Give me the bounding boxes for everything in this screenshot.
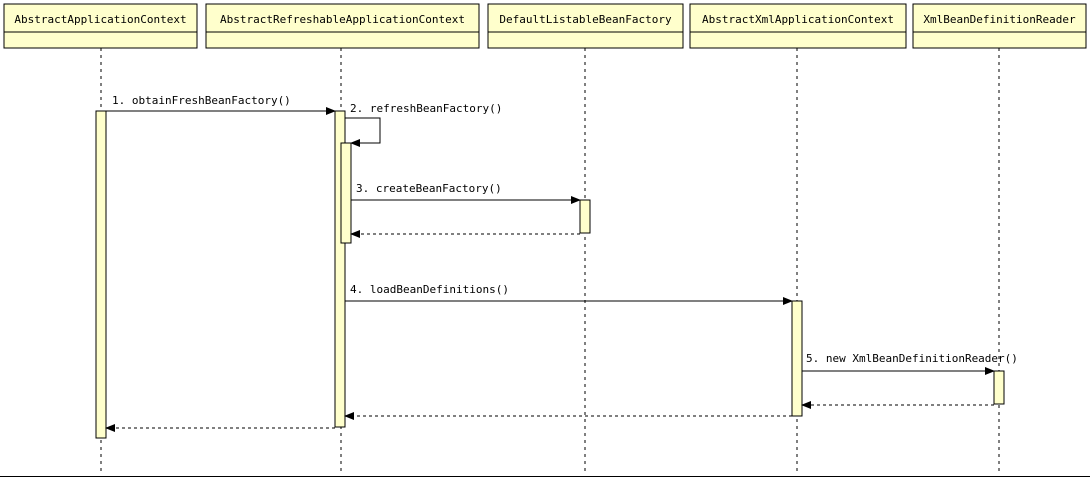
lifeline-xml-bean-definition-reader[interactable]: XmlBeanDefinitionReader [912, 3, 1087, 49]
activation-bar [993, 370, 1005, 405]
message-label-5: 5. new XmlBeanDefinitionReader() [806, 352, 1018, 365]
lifeline-label: DefaultListableBeanFactory [499, 13, 672, 26]
message-label-4: 4. loadBeanDefinitions() [350, 283, 509, 296]
activation-bar [579, 199, 591, 234]
message-arrow-2 [345, 117, 381, 147]
activation-bar [791, 300, 803, 417]
activation-bar [95, 110, 107, 439]
lifeline-box [912, 3, 1087, 49]
message-label-2: 2. refreshBeanFactory() [350, 102, 502, 115]
message-label-1: 1. obtainFreshBeanFactory() [112, 94, 291, 107]
lifeline-box [487, 3, 684, 49]
activation-bar [340, 142, 352, 244]
lifeline-abstract-xml-application-context[interactable]: AbstractXmlApplicationContext [689, 3, 907, 49]
lifeline-box [205, 3, 480, 49]
lifeline-box [3, 3, 198, 49]
lifeline-box [689, 3, 907, 49]
lifeline-label: AbstractRefreshableApplicationContext [220, 13, 465, 26]
lifeline-label: AbstractApplicationContext [14, 13, 186, 26]
lifeline-abstract-application-context[interactable]: AbstractApplicationContext [3, 3, 198, 49]
lifeline-default-listable-bean-factory[interactable]: DefaultListableBeanFactory [487, 3, 684, 49]
lifeline-label: AbstractXmlApplicationContext [702, 13, 894, 26]
message-label-3: 3. createBeanFactory() [356, 182, 502, 195]
lifeline-abstract-refreshable-application-context[interactable]: AbstractRefreshableApplicationContext [205, 3, 480, 49]
lifeline-label: XmlBeanDefinitionReader [923, 13, 1076, 26]
activation-bar [334, 110, 346, 428]
